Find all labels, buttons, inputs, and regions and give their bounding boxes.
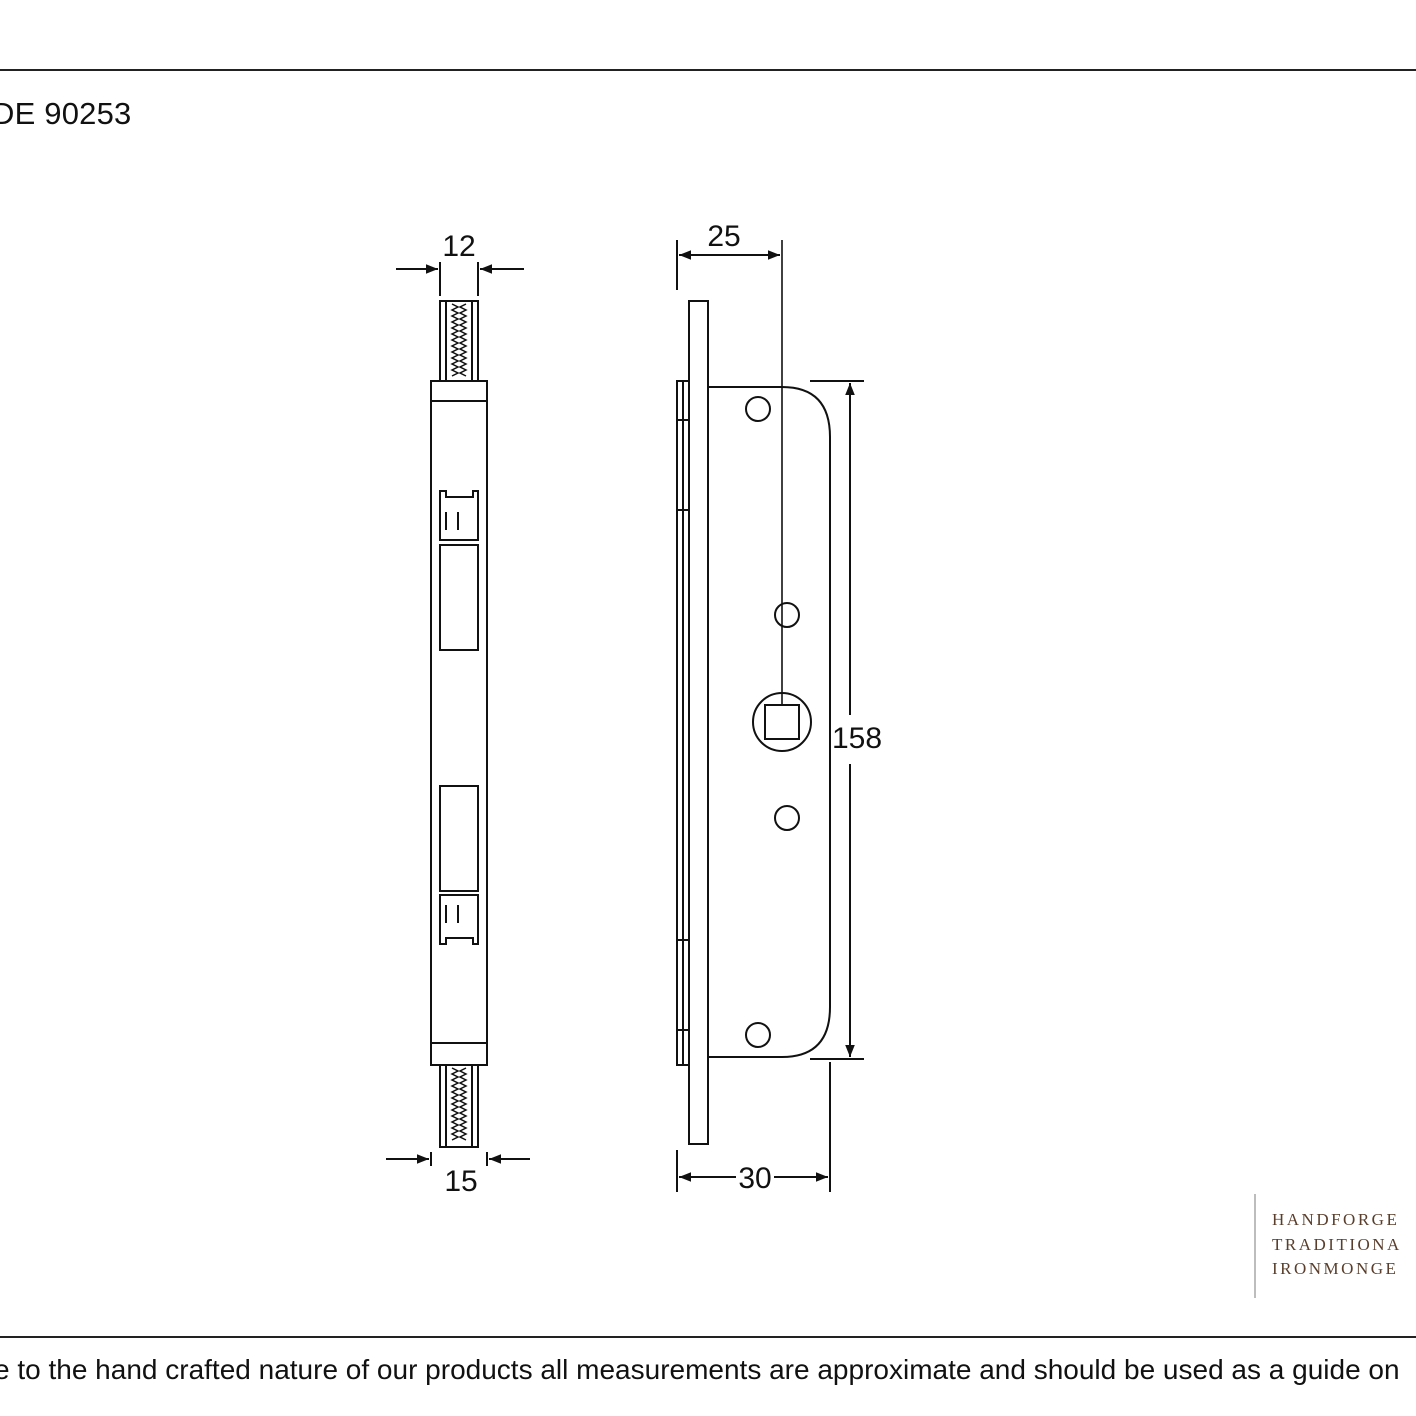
fixing-hole-bottom: [745, 1022, 771, 1048]
dimension-label-case-height: 158: [832, 722, 882, 755]
dimension-case-height: [810, 380, 864, 1060]
brand-line-2: TRADITIONA: [1272, 1235, 1402, 1254]
brand-line-1: HANDFORGE: [1272, 1210, 1400, 1229]
forend-edge: [688, 300, 709, 1145]
fixing-hole-top: [745, 396, 771, 422]
product-code: DE 90253: [0, 96, 132, 131]
lock-case-view: [676, 240, 831, 1145]
forend-strip: [430, 380, 488, 1066]
screw-hole-upper: [774, 602, 800, 628]
top-threaded-spindle: [439, 300, 479, 382]
dimension-label-forend-width: 12: [442, 230, 475, 263]
forend-view: [430, 300, 488, 1148]
dimension-case-width: [386, 1152, 530, 1166]
screw-hole-lower: [774, 805, 800, 831]
bottom-rule: [0, 1336, 1416, 1338]
dimension-label-backset: 25: [707, 220, 740, 253]
dimension-backset: [676, 240, 780, 290]
brand-line-3: IRONMONGE: [1272, 1259, 1399, 1278]
lower-latch-slot: [439, 785, 479, 945]
spindle-square: [764, 704, 800, 740]
dimension-forend-width: [396, 262, 524, 296]
upper-latch-slot: [439, 490, 479, 651]
dimension-label-case-width: 15: [444, 1165, 477, 1198]
dimension-label-case-depth: 30: [738, 1162, 771, 1195]
disclaimer-text: e to the hand crafted nature of our prod…: [0, 1354, 1400, 1385]
brand-divider: [1254, 1194, 1256, 1298]
top-rule: [0, 69, 1416, 71]
bottom-threaded-spindle: [439, 1064, 479, 1148]
lock-case-body: [708, 386, 831, 1058]
dimension-case-depth: [676, 1062, 831, 1192]
